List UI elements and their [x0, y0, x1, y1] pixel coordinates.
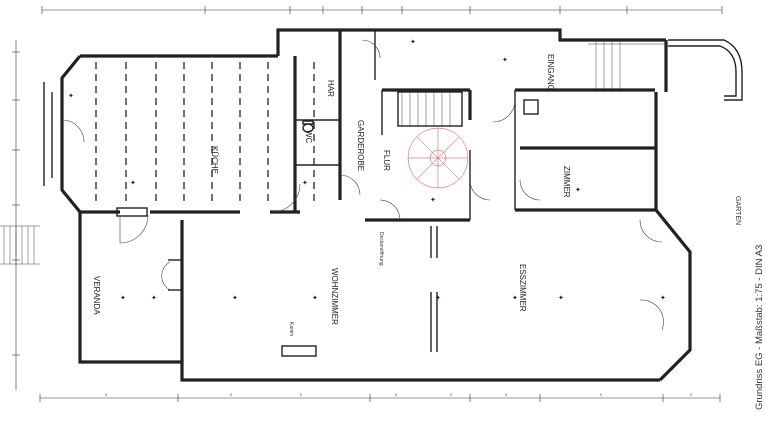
label-garten: GARTEN — [734, 196, 741, 225]
plan-caption: Grundriss EG - Maßstab: 1:75 - DIN A3 — [754, 245, 765, 410]
room-label-garderobe: GARDEROBE — [356, 120, 365, 171]
svg-text:✦: ✦ — [660, 294, 666, 302]
svg-text:✦: ✦ — [130, 179, 136, 187]
room-labels: KÜCHE HAR WC GARDEROBE FLUR EINGANG ZIMM… — [92, 54, 571, 325]
svg-text:✦: ✦ — [232, 294, 238, 302]
room-label-kueche: KÜCHE — [210, 146, 219, 174]
bottom-dim-8: 5 — [690, 393, 692, 397]
svg-text:✦: ✦ — [575, 186, 581, 194]
label-deckenoeffnung: Deckenöffnung — [378, 232, 384, 266]
bottom-dim-6: 5 — [505, 393, 507, 397]
room-label-zimmer: ZIMMER — [562, 166, 571, 198]
svg-text:✦: ✦ — [120, 294, 126, 302]
top-dimension-chain — [41, 6, 723, 14]
svg-text:✦: ✦ — [68, 92, 74, 100]
shaft-block — [523, 99, 539, 115]
room-label-esszimmer: ESSZIMMER — [518, 264, 527, 312]
fireplace — [281, 345, 317, 357]
svg-text:✦: ✦ — [435, 294, 441, 302]
annotation-marks: ✦ ✦ ✦ ✦ ✦ ✦ ✦ ✦ ✦ ✦ ✦ ✦ ✦ ✦ ✦ — [68, 38, 666, 302]
room-label-har: HAR — [326, 80, 335, 97]
bottom-dim-7: 5 — [600, 393, 602, 397]
label-kamin: Kamin — [288, 322, 294, 336]
interior-staircase — [397, 91, 469, 189]
svg-text:✦: ✦ — [558, 294, 564, 302]
exterior-walls — [43, 28, 692, 382]
exterior-stair-left — [0, 225, 40, 265]
svg-text:✦: ✦ — [512, 294, 518, 302]
svg-text:✦: ✦ — [430, 196, 436, 204]
room-label-flur: FLUR — [382, 150, 391, 171]
interior-walls — [80, 30, 655, 362]
chimney-block — [116, 207, 148, 217]
room-label-wc: WC — [304, 130, 313, 144]
wc-fixtures — [302, 120, 314, 133]
left-dimension-chain — [12, 40, 20, 390]
kitchen-beams — [95, 62, 315, 206]
svg-text:✦: ✦ — [302, 179, 308, 187]
bottom-dim-1: 5 — [105, 393, 107, 397]
room-label-wohnzimmer: WOHNZIMMER — [330, 268, 339, 325]
svg-text:✦: ✦ — [151, 294, 157, 302]
svg-text:✦: ✦ — [312, 294, 318, 302]
room-label-veranda: VERANDA — [92, 276, 101, 315]
door-swings — [61, 39, 664, 331]
bottom-dim-2: 5 — [230, 393, 232, 397]
bottom-dim-3: 5 — [300, 393, 302, 397]
exterior-stair-right — [588, 39, 743, 101]
bottom-dim-4: 5 — [395, 393, 397, 397]
room-label-eingang: EINGANG — [546, 54, 555, 91]
bottom-dimension-chain: 5 5 5 5 5 5 5 5 — [39, 393, 721, 402]
svg-text:✦: ✦ — [502, 56, 508, 64]
bottom-dim-5: 5 — [450, 393, 452, 397]
svg-text:✦: ✦ — [410, 38, 416, 46]
